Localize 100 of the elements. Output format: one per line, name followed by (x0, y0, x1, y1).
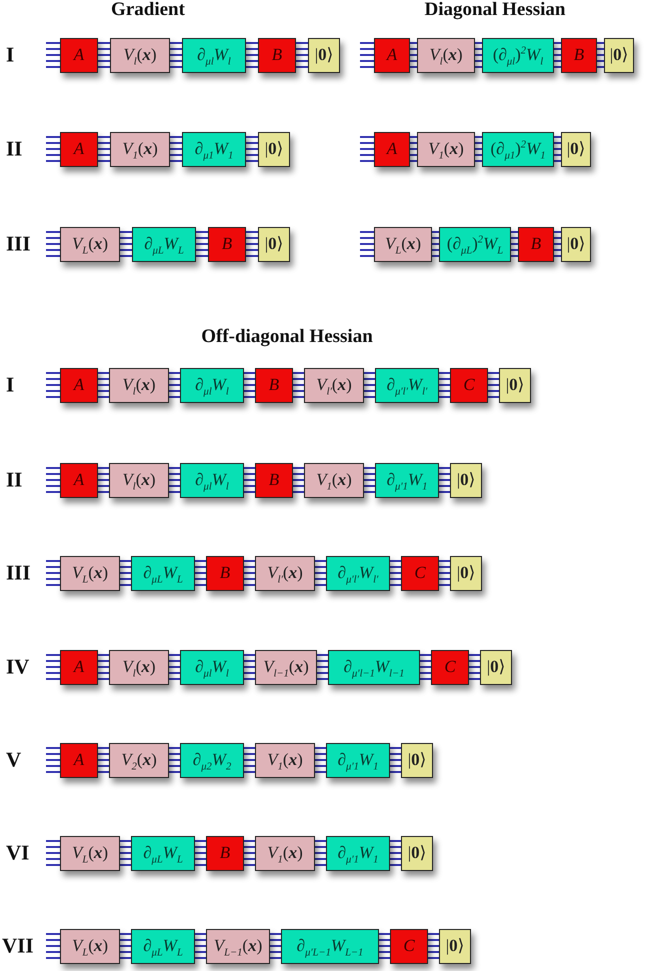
qubit-wires (45, 747, 61, 773)
derivative-block: (∂$_{μL}$)$^{2}$W$_{L}$ (439, 226, 511, 262)
initial-state-block: |0⟩ (439, 928, 471, 964)
operator-block: B (255, 368, 293, 402)
qubit-wires (409, 42, 418, 68)
derivative-block: ∂$_{μ′1}$W$_{1}$ (326, 836, 390, 870)
qubit-wires (97, 42, 111, 68)
derivative-block: ∂$_{μl}$W$_{l}$ (180, 650, 244, 684)
derivative-block: (∂$_{μ1}$)$^{2}$W$_{1}$ (482, 132, 554, 166)
encoding-block: V$_{l}$(x) (110, 38, 170, 72)
qubit-wires (168, 372, 181, 398)
qubit-wires (243, 467, 256, 493)
qubit-wires (292, 467, 305, 493)
derivative-block: ∂$_{μ′l′}$W$_{l′}$ (326, 556, 390, 590)
derivative-block: ∂$_{μL}$W$_{L}$ (131, 928, 195, 964)
operator-block: B (561, 38, 597, 72)
qubit-wires (243, 560, 256, 586)
initial-state-block: |0⟩ (450, 556, 482, 590)
operator-block: A (60, 742, 98, 778)
row-numeral: I (6, 372, 14, 398)
qubit-wires (45, 231, 61, 257)
qubit-wires (468, 654, 481, 680)
operator-block: C (450, 368, 488, 402)
qubit-wires (194, 840, 207, 866)
qubit-wires (45, 136, 61, 162)
initial-state-block: |0⟩ (561, 132, 591, 166)
section-title: Diagonal Hessian (424, 0, 566, 21)
qubit-wires (378, 933, 391, 959)
qubit-wires (45, 372, 61, 398)
qubit-wires (474, 42, 483, 68)
initial-state-block: |0⟩ (604, 38, 634, 72)
qubit-wires (168, 654, 181, 680)
qubit-wires (245, 231, 259, 257)
qubit-wires (553, 136, 562, 162)
qubit-wires (243, 372, 256, 398)
operator-block: A (60, 132, 98, 166)
initial-state-block: |0⟩ (258, 132, 290, 166)
encoding-block: V$_{l−1}$(x) (255, 650, 317, 684)
qubit-wires (359, 42, 375, 68)
operator-block: A (60, 368, 98, 402)
operator-block: B (206, 556, 244, 590)
qubit-wires (314, 560, 327, 586)
encoding-block: V$_{1}$(x) (304, 462, 364, 498)
derivative-block: (∂$_{μl}$)$^{2}$W$_{l}$ (482, 38, 554, 72)
initial-state-block: |0⟩ (401, 742, 433, 778)
qubit-wires (314, 840, 327, 866)
qubit-wires (245, 42, 259, 68)
qubit-wires (363, 467, 376, 493)
qubit-wires (45, 42, 61, 68)
derivative-block: ∂$_{μl}$W$_{l}$ (182, 38, 246, 72)
qubit-wires (243, 840, 256, 866)
initial-state-block: |0⟩ (450, 462, 482, 498)
row-numeral: IV (6, 654, 30, 680)
qubit-wires (474, 136, 483, 162)
encoding-block: V$_{l}$(x) (417, 38, 475, 72)
initial-state-block: |0⟩ (499, 368, 531, 402)
operator-block: A (60, 650, 98, 684)
qubit-wires (427, 933, 440, 959)
qubit-wires (596, 42, 605, 68)
qubit-wires (431, 231, 440, 257)
initial-state-block: |0⟩ (258, 226, 290, 262)
encoding-block: V$_{1}$(x) (110, 132, 170, 166)
initial-state-block: |0⟩ (561, 226, 591, 262)
qubit-wires (195, 231, 209, 257)
qubit-wires (438, 560, 451, 586)
encoding-block: V$_{L}$(x) (60, 928, 120, 964)
section-title: Off-diagonal Hessian (201, 326, 373, 348)
qubit-wires (389, 840, 402, 866)
qubit-wires (510, 231, 519, 257)
section-title: Gradient (111, 0, 185, 21)
encoding-block: V$_{1}$(x) (255, 742, 315, 778)
qubit-wires (409, 136, 418, 162)
encoding-block: V$_{L−1}$(x) (206, 928, 270, 964)
encoding-block: V$_{l}$(x) (109, 368, 169, 402)
qubit-wires (168, 467, 181, 493)
qubit-wires (269, 933, 282, 959)
operator-block: B (258, 38, 296, 72)
row-numeral: III (6, 232, 31, 256)
qubit-wires (359, 136, 375, 162)
derivative-block: ∂$_{μ′l−1}$W$_{l−1}$ (328, 650, 420, 684)
operator-block: C (390, 928, 428, 964)
operator-block: A (374, 132, 410, 166)
derivative-block: ∂$_{μ′1}$W$_{1}$ (375, 462, 439, 498)
qubit-wires (97, 136, 111, 162)
qubit-wires (194, 560, 207, 586)
qubit-wires (119, 933, 132, 959)
qubit-wires (169, 136, 183, 162)
qubit-wires (438, 372, 451, 398)
qubit-wires (45, 933, 61, 959)
qubit-wires (389, 747, 402, 773)
encoding-block: V$_{L}$(x) (374, 226, 432, 262)
row-numeral: I (6, 42, 14, 68)
encoding-block: V$_{2}$(x) (109, 742, 169, 778)
operator-block: B (518, 226, 554, 262)
qubit-wires (553, 42, 562, 68)
qubit-wires (292, 372, 305, 398)
qubit-wires (97, 747, 110, 773)
operator-block: A (60, 38, 98, 72)
qubit-wires (45, 840, 61, 866)
row-numeral: VII (2, 934, 34, 958)
